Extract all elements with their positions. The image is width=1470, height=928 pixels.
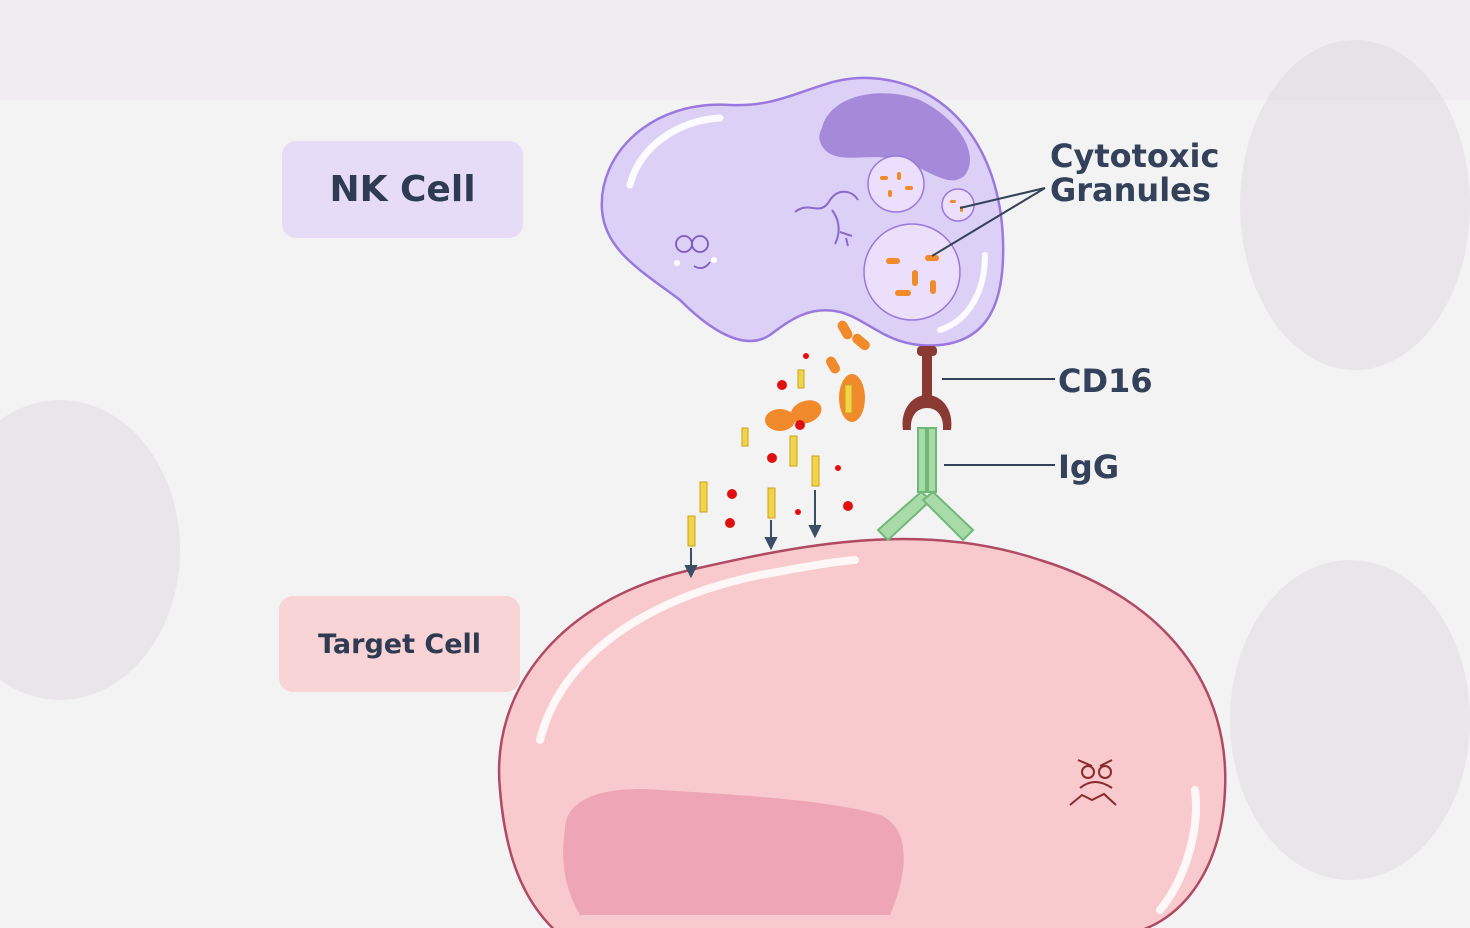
target-cell	[497, 537, 1227, 928]
angry-face-icon	[1069, 759, 1117, 806]
target-cell-highlight	[536, 556, 859, 744]
target-cell-label-box: Target Cell	[279, 596, 520, 692]
cytotoxic-granule	[863, 223, 961, 321]
cytotoxic-granules-label-line1: Cytotoxic	[1050, 137, 1219, 175]
nk-cell-highlight	[937, 252, 988, 333]
leader-lines	[931, 187, 1055, 466]
cytotoxic-granules-label-line2: Granules	[1050, 171, 1211, 209]
background-ghost-figure	[1240, 40, 1470, 370]
cytotoxic-granule	[867, 155, 925, 213]
nk-nucleus	[819, 93, 970, 181]
perforin-molecules	[687, 369, 820, 547]
background-ghost-figure	[1230, 560, 1470, 880]
nk-organelle	[794, 190, 859, 247]
nk-cell-highlight	[626, 114, 724, 189]
nk-cell	[600, 76, 1005, 347]
igg-antibody	[876, 427, 975, 542]
background-band	[0, 0, 1470, 100]
delivery-arrows	[684, 490, 822, 579]
target-cell-label: Target Cell	[317, 628, 482, 660]
released-granules	[765, 320, 870, 431]
target-cell-highlight	[1156, 786, 1200, 914]
igg-label: IgG	[1058, 448, 1119, 486]
cd16-label: CD16	[1058, 362, 1153, 400]
cd16-receptor	[902, 346, 952, 430]
target-nucleus	[563, 789, 904, 915]
nk-cell-label: NK Cell	[329, 169, 476, 210]
smiling-face-icon	[674, 235, 717, 269]
nk-cell-label-box: NK Cell	[282, 141, 523, 238]
granzyme-molecules	[725, 353, 853, 528]
